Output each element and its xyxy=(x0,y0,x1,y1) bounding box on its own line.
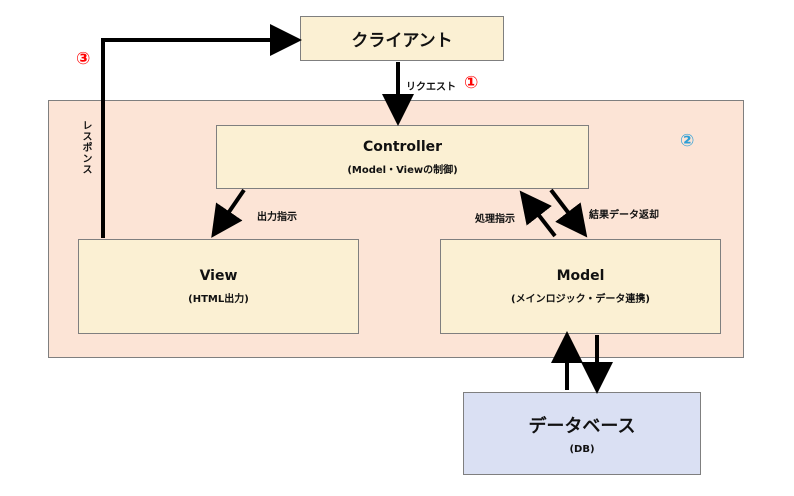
request-label: リクエスト xyxy=(406,82,456,93)
database-title: データベース xyxy=(528,416,636,437)
result-return-label: 結果データ返却 xyxy=(589,210,659,221)
view-box: View (HTML出力) xyxy=(78,239,359,334)
process-instruction-label: 処理指示 xyxy=(475,214,515,225)
result-return-arrow xyxy=(549,188,588,238)
controller-title: Controller xyxy=(362,138,443,155)
model-title: Model xyxy=(556,268,605,284)
step-1-marker: ① xyxy=(464,73,479,93)
model-box: Model (メインロジック・データ連携) xyxy=(440,239,721,334)
step-2-marker: ② xyxy=(680,131,695,151)
database-box: データベース (DB) xyxy=(463,392,701,475)
response-arrow xyxy=(101,24,302,238)
view-title: View xyxy=(199,268,238,284)
process-instruction-arrow xyxy=(519,190,557,238)
view-subtitle: (HTML出力) xyxy=(188,294,249,305)
database-subtitle: (DB) xyxy=(569,444,595,455)
output-instruction-arrow xyxy=(211,188,246,238)
client-title: クライアント xyxy=(351,31,453,51)
output-instruction-label: 出力指示 xyxy=(257,212,297,223)
controller-subtitle: (Model・Viewの制御) xyxy=(347,164,458,176)
client-box: クライアント xyxy=(300,16,504,61)
model-subtitle: (メインロジック・データ連携) xyxy=(511,294,650,305)
response-label: レスポンス xyxy=(80,120,91,175)
step-3-marker: ③ xyxy=(76,49,91,69)
